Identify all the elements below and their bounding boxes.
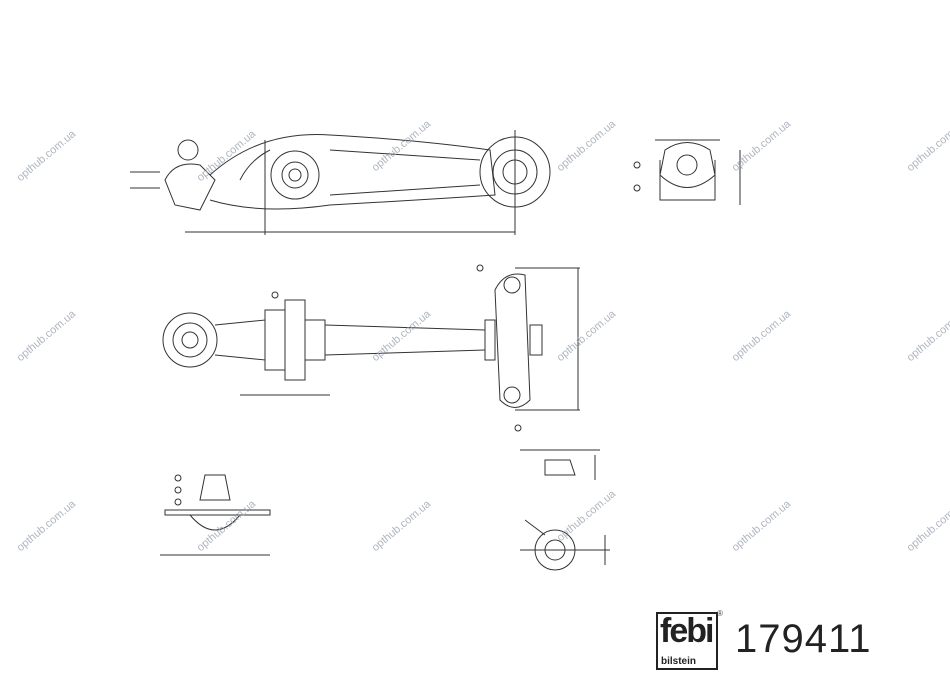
bushing-detail — [514, 424, 600, 480]
control-arm-top-view — [162, 264, 580, 411]
registered-mark: ® — [717, 609, 723, 618]
ball-joint-detail-bottom — [160, 474, 271, 556]
control-arm-side-view — [130, 130, 551, 235]
febi-bilstein-logo: febi bilstein — [656, 612, 718, 670]
part-number: 179411 — [735, 617, 872, 661]
logo-subbrand: bilstein — [661, 656, 697, 667]
ball-joint-detail-top — [633, 139, 741, 205]
logo-brand: febi — [660, 612, 714, 650]
nut-detail — [520, 519, 610, 571]
